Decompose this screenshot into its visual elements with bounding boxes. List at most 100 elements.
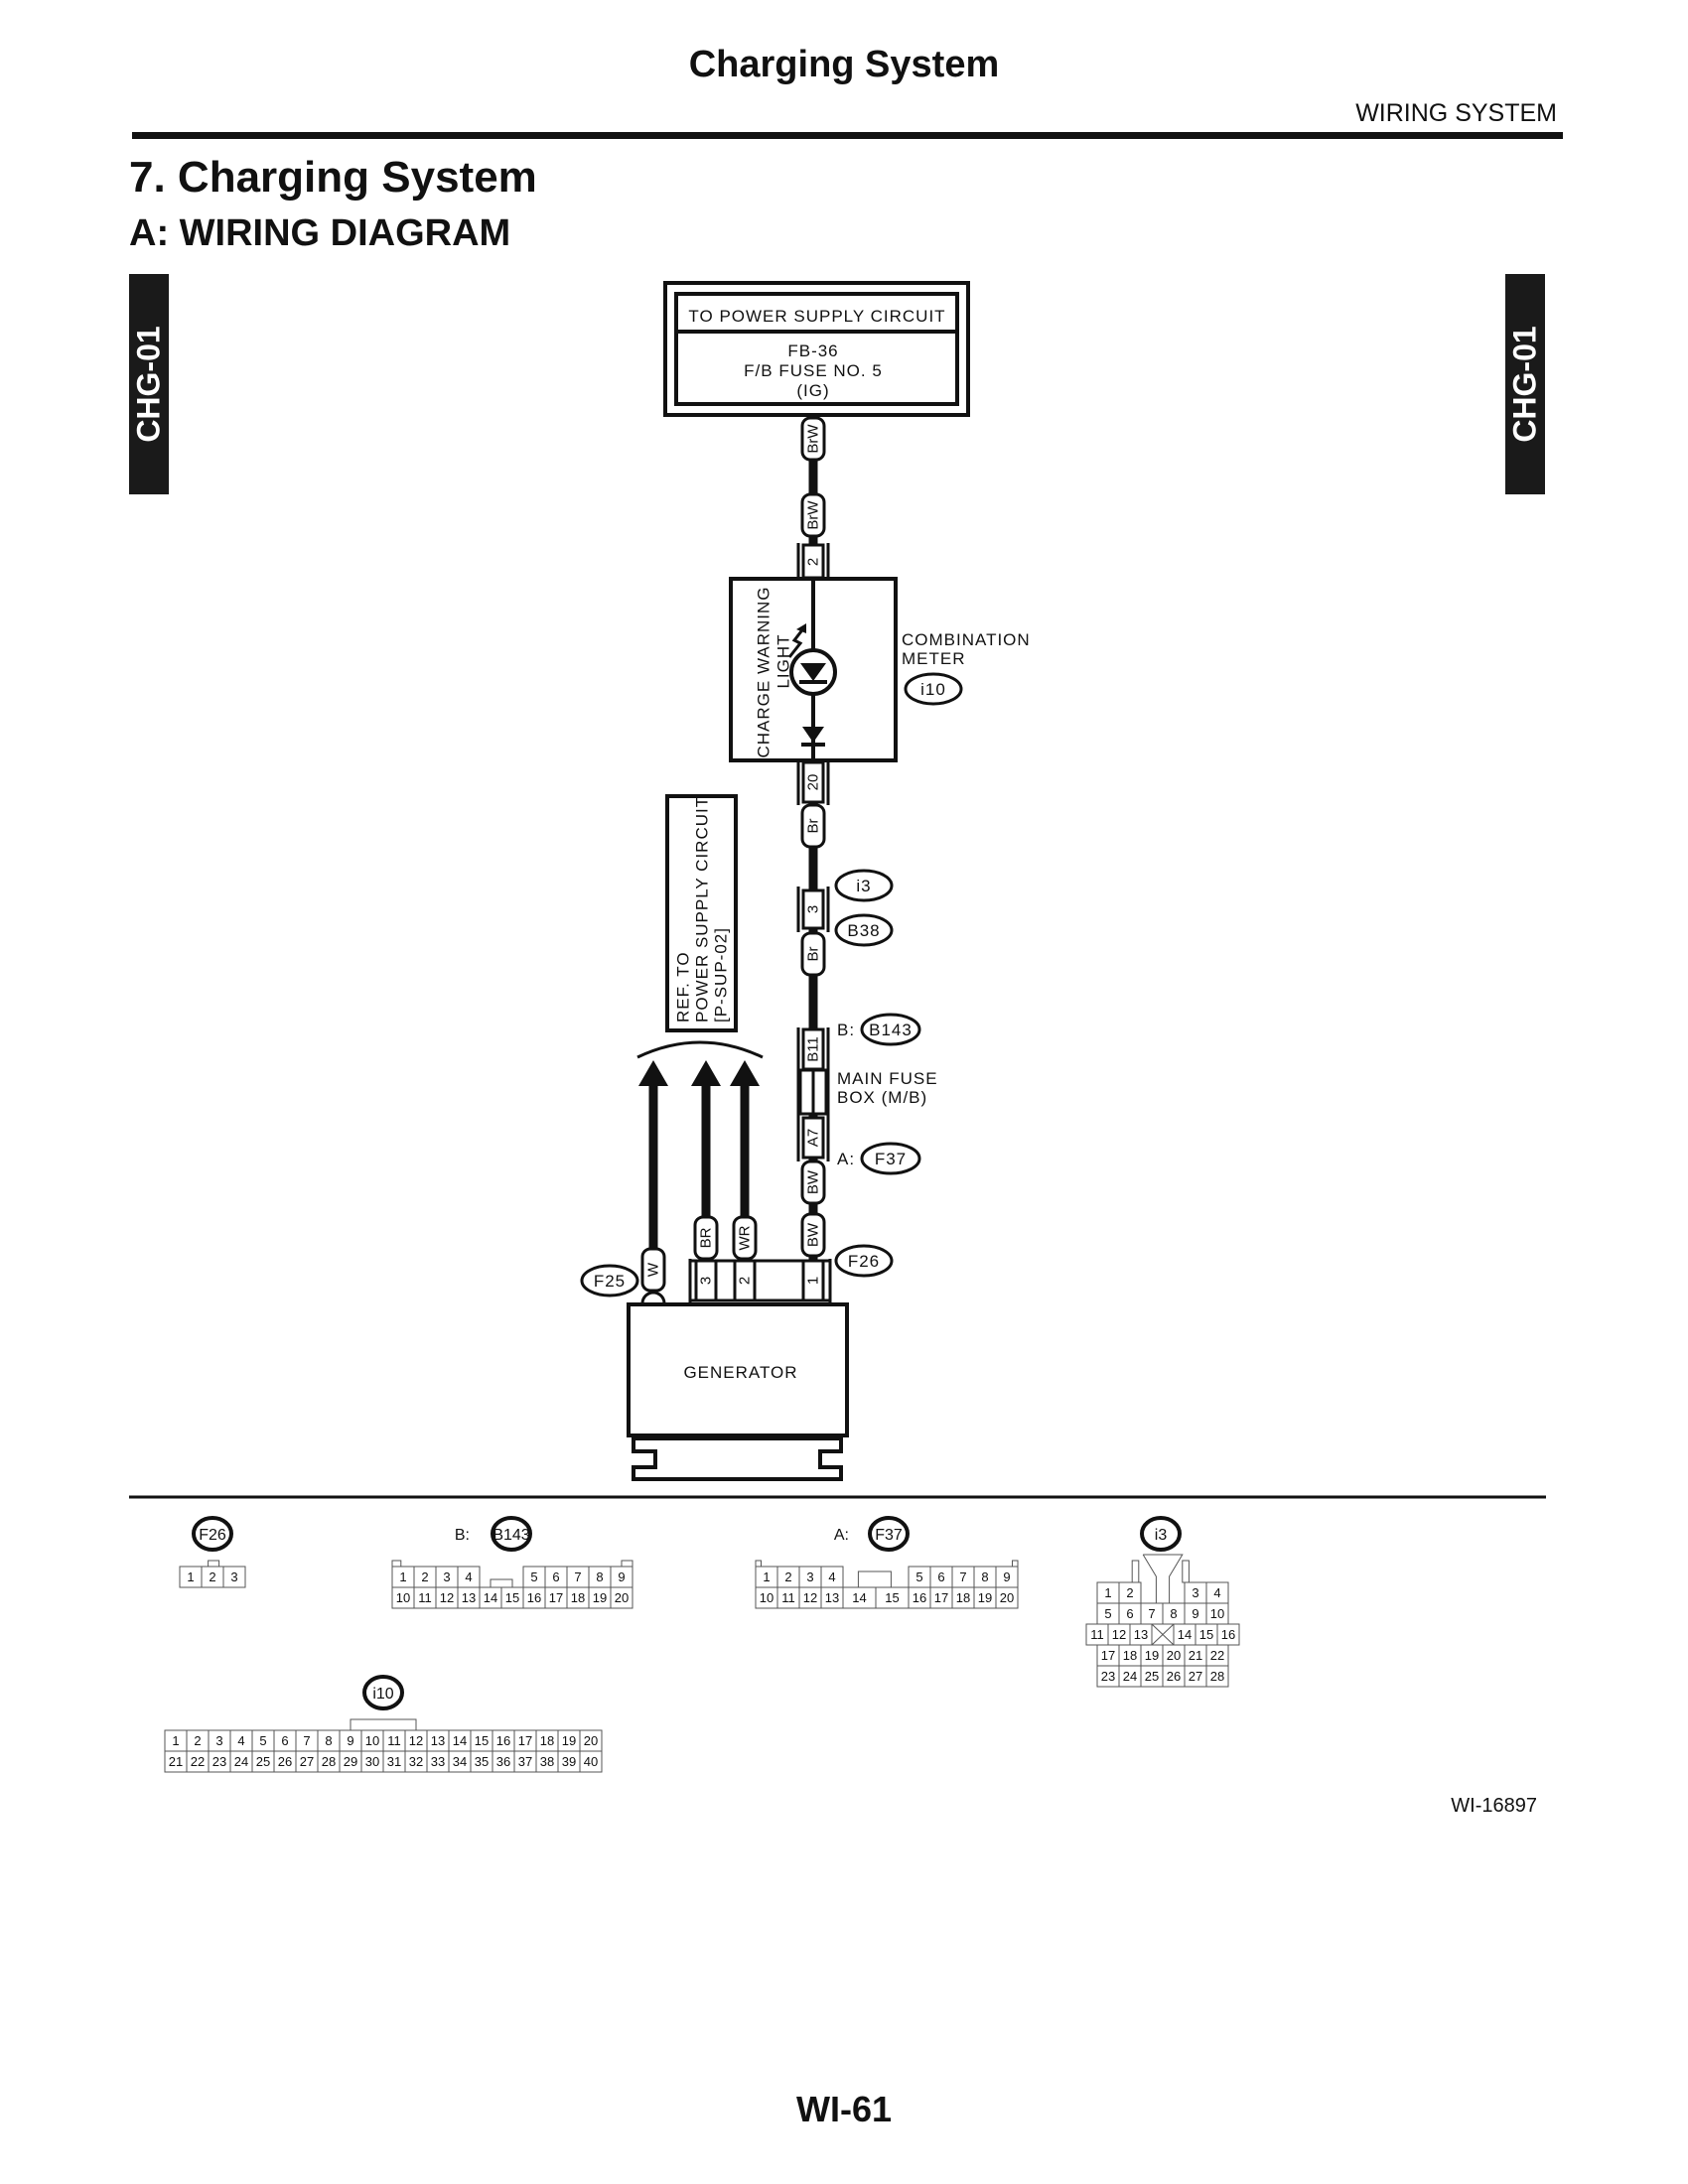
pin-number: 20	[1000, 1590, 1014, 1605]
pin-number: 2	[194, 1733, 201, 1748]
pin-number: 24	[1123, 1669, 1137, 1684]
pin-number: 12	[1112, 1627, 1126, 1642]
page-header-title: Charging System	[688, 44, 1000, 85]
connector-key	[1012, 1560, 1019, 1568]
pin-number: 4	[237, 1733, 244, 1748]
pin-number: 24	[234, 1754, 248, 1769]
power-supply-box: TO POWER SUPPLY CIRCUIT FB-36 F/B FUSE N…	[663, 281, 970, 417]
arrow-up-icon	[691, 1060, 721, 1086]
connector-key	[391, 1560, 402, 1568]
arrow-up-icon	[638, 1060, 668, 1086]
charge-warning-label-2: LIGHT	[774, 633, 793, 688]
pin-number: 11	[387, 1733, 401, 1748]
pin-number: 26	[1167, 1669, 1181, 1684]
pin-number: 17	[518, 1733, 532, 1748]
side-tab-left: CHG-01	[129, 274, 169, 494]
pin-number: 20	[615, 1590, 629, 1605]
connector-b38-tag: B38	[847, 921, 880, 940]
pin-number: 3	[215, 1733, 222, 1748]
pin-number: 36	[496, 1754, 510, 1769]
wire-label: W	[645, 1262, 662, 1277]
wire-label: BW	[805, 1169, 822, 1194]
pin-number: 8	[596, 1570, 603, 1584]
connector-key	[490, 1578, 513, 1588]
pin-number: 25	[1145, 1669, 1159, 1684]
connector-tag-label: i3	[1155, 1527, 1168, 1544]
connector-pin-2: 2	[796, 543, 830, 580]
pin-number: 5	[915, 1570, 922, 1584]
pin-number: 17	[1101, 1648, 1115, 1663]
power-supply-reference: REF. TO POWER SUPPLY CIRCUIT [P-SUP-02] …	[636, 794, 764, 1316]
pin-number: 4	[465, 1570, 472, 1584]
wire-label: WR	[737, 1225, 754, 1250]
wire-label: Br	[805, 818, 822, 833]
pulley-icon	[632, 1436, 843, 1481]
pin-number: 28	[1210, 1669, 1224, 1684]
pin-number: 1	[763, 1570, 770, 1584]
pin-number: 15	[1199, 1627, 1213, 1642]
power-box-line2: F/B FUSE NO. 5	[744, 361, 883, 380]
pin-number: 20	[1167, 1648, 1181, 1663]
wire-label: BrW	[805, 500, 822, 530]
pin-number: 6	[281, 1733, 288, 1748]
pin-cell	[610, 1586, 633, 1609]
connector-key	[621, 1560, 633, 1568]
pin-number: 9	[618, 1570, 625, 1584]
page-number: WI-61	[795, 2089, 892, 2129]
pin-number: 27	[1189, 1669, 1202, 1684]
pin-number: 13	[1134, 1627, 1148, 1642]
connector-f26-tag: F26	[848, 1252, 880, 1271]
figure-id: WI-16897	[1451, 1795, 1537, 1817]
pin-number: 15	[475, 1733, 489, 1748]
connector-key	[857, 1570, 892, 1588]
svg-text:3: 3	[698, 1277, 715, 1285]
connector-tag-label: F37	[875, 1527, 903, 1544]
pin-number: 22	[191, 1754, 205, 1769]
pin-number: 2	[1126, 1585, 1133, 1600]
pin-number: 19	[562, 1733, 576, 1748]
combination-meter-label-2: METER	[902, 649, 966, 668]
svg-text:2: 2	[737, 1277, 754, 1285]
pin-number: 23	[212, 1754, 226, 1769]
pin-number: 22	[1210, 1648, 1224, 1663]
pin-number: 19	[1145, 1648, 1159, 1663]
connector-tag-label: B143	[492, 1527, 529, 1544]
pin-number: 11	[781, 1590, 795, 1605]
connector-key	[1131, 1560, 1140, 1583]
wire-label: Br	[805, 946, 822, 961]
pin-number: 14	[484, 1590, 497, 1605]
pin-number: 10	[396, 1590, 410, 1605]
pin-number: 40	[584, 1754, 598, 1769]
pin-number: 3	[443, 1570, 450, 1584]
pin-number: 6	[552, 1570, 559, 1584]
pin-number: 2	[421, 1570, 428, 1584]
connector-tag	[362, 1675, 404, 1710]
generator-label: GENERATOR	[683, 1363, 797, 1382]
pin-number: 15	[505, 1590, 519, 1605]
svg-text:A7: A7	[805, 1129, 822, 1147]
pin-number: 26	[278, 1754, 292, 1769]
pin-number: 16	[496, 1733, 510, 1748]
pin-number: 11	[418, 1590, 432, 1605]
connector-tag	[192, 1516, 233, 1552]
pin-number: 1	[172, 1733, 179, 1748]
connector-tag	[491, 1516, 532, 1552]
connector-i3-tag: i3	[856, 877, 871, 895]
pin-number: 18	[1123, 1648, 1137, 1663]
main-fuse-box: B11 A7	[796, 1027, 830, 1161]
pin-number: 11	[1090, 1627, 1104, 1642]
power-box-title: TO POWER SUPPLY CIRCUIT	[688, 307, 945, 326]
pin-number: 35	[475, 1754, 489, 1769]
pin-cell	[579, 1750, 603, 1773]
pin-number: 1	[1104, 1585, 1111, 1600]
pin-number: 15	[885, 1590, 899, 1605]
pin-number: 9	[347, 1733, 353, 1748]
ref-line1: REF. TO	[674, 951, 693, 1023]
pin-number: 32	[409, 1754, 423, 1769]
